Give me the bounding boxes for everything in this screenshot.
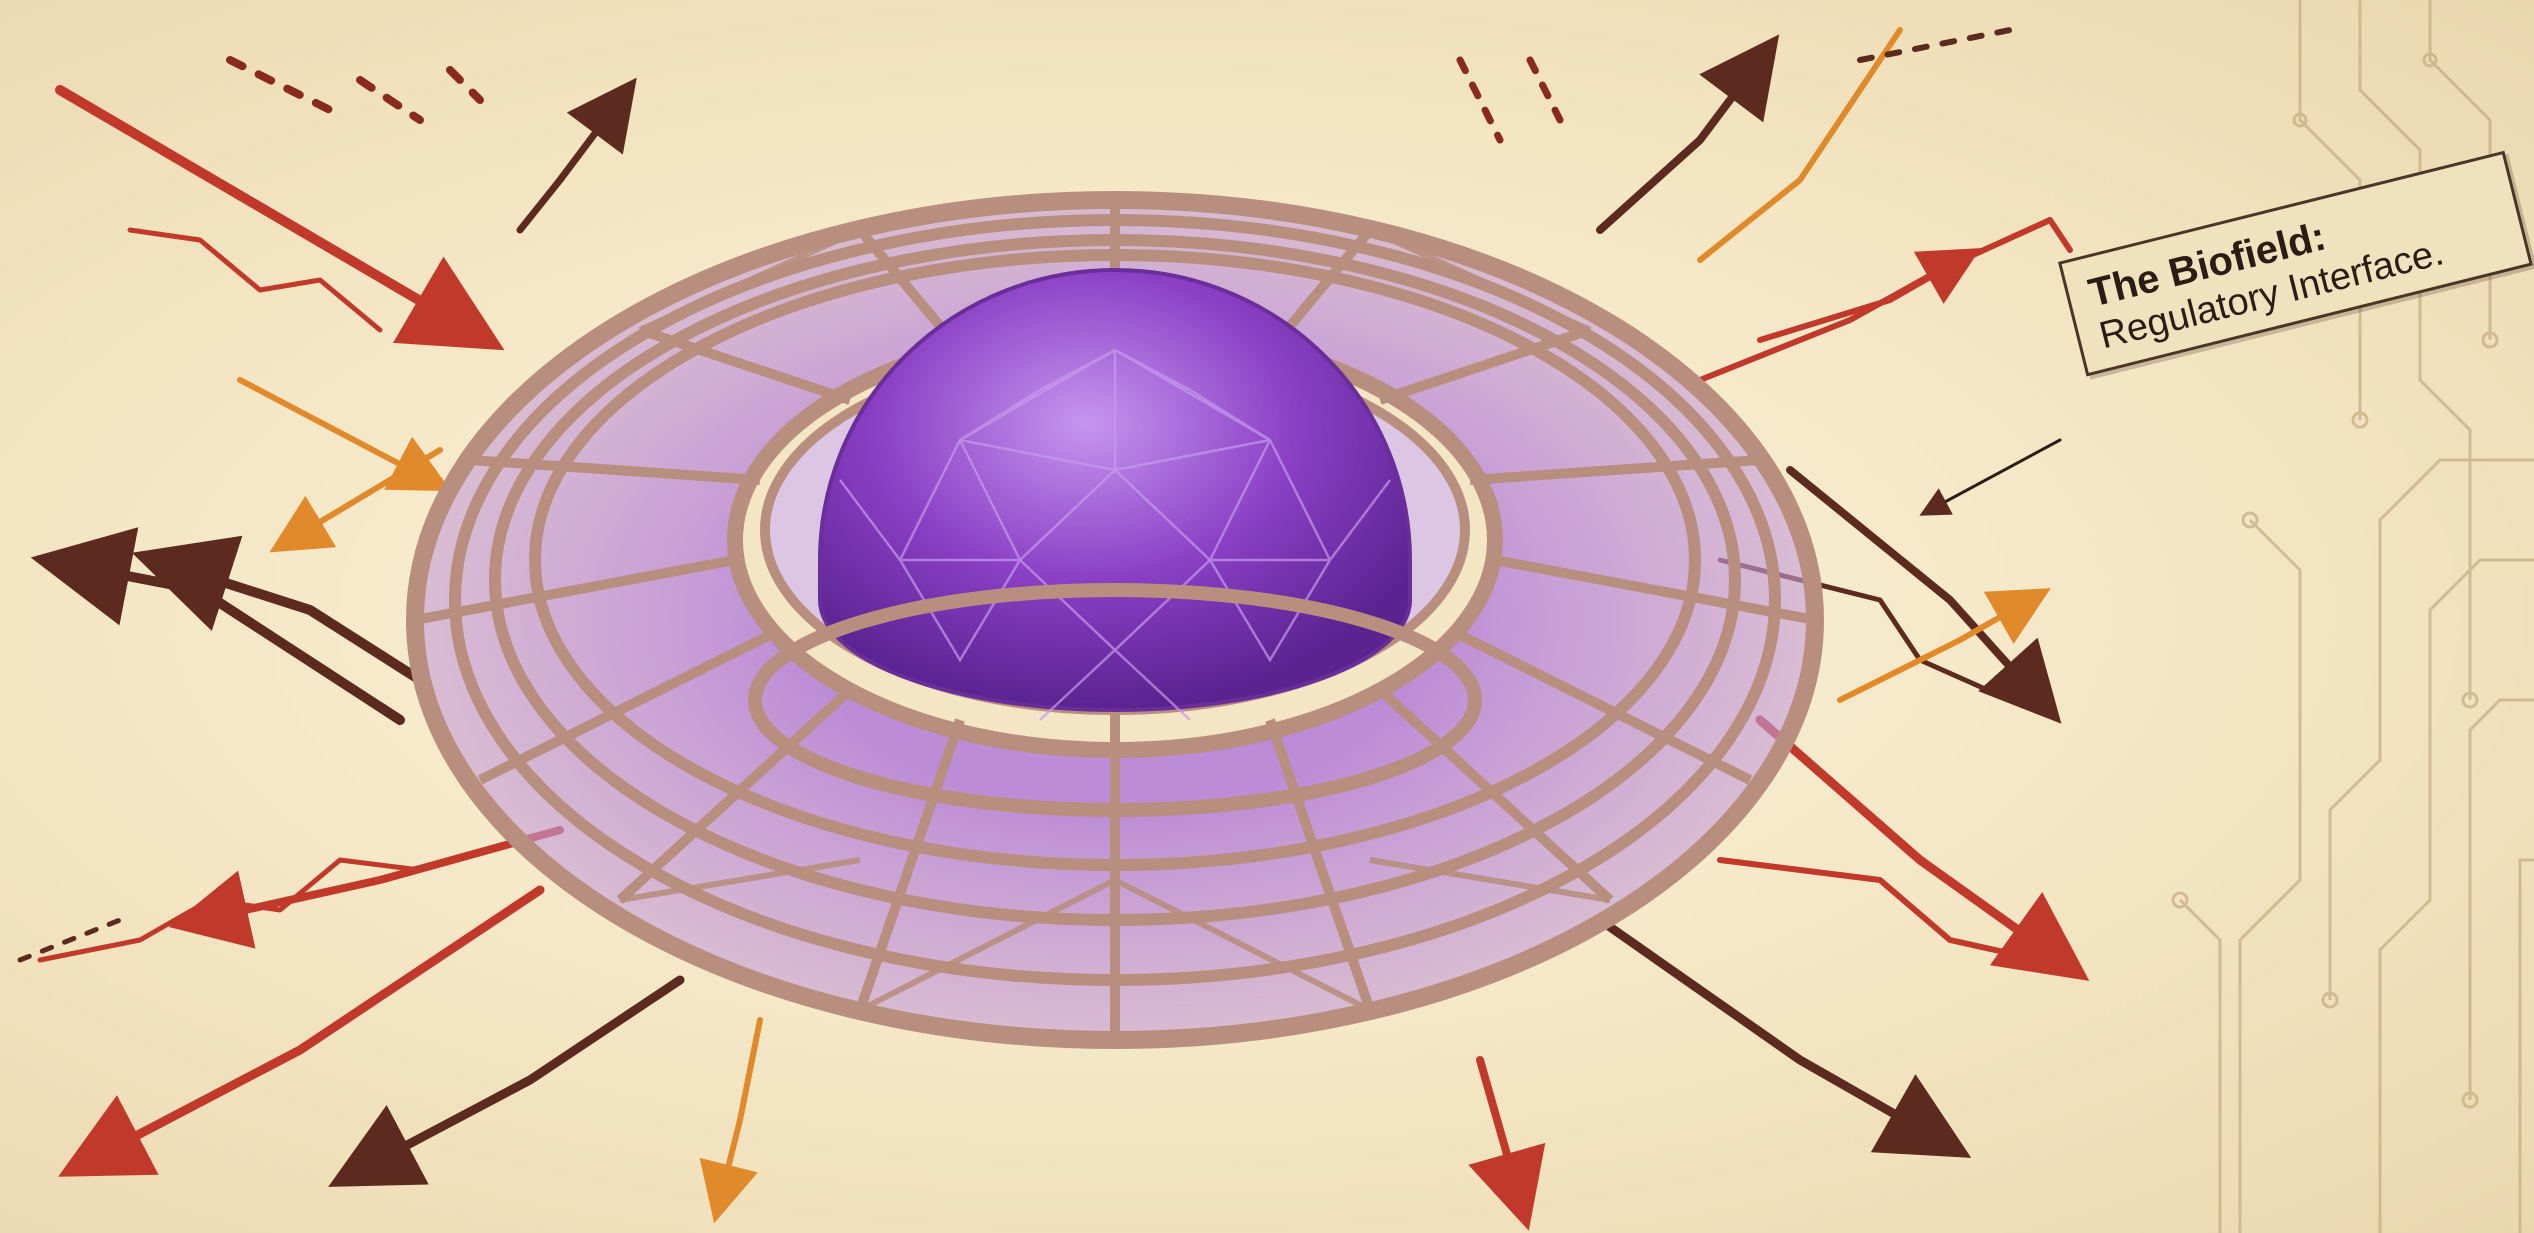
arrow [360, 980, 680, 1170]
arrow [240, 380, 430, 480]
arrow [170, 565, 420, 680]
arrow [1840, 600, 2030, 700]
arrow [1600, 60, 1760, 230]
arrow [720, 1020, 760, 1200]
arrow [1700, 30, 1900, 260]
arrow [1480, 1060, 1520, 1200]
arrow [520, 100, 620, 230]
arrow [1600, 920, 1940, 1140]
arrow [1760, 260, 1960, 340]
arrow [60, 90, 470, 330]
arrow [290, 450, 440, 540]
arrow [1760, 720, 2060, 960]
label-pointer [1930, 440, 2060, 510]
arrow [130, 230, 380, 330]
